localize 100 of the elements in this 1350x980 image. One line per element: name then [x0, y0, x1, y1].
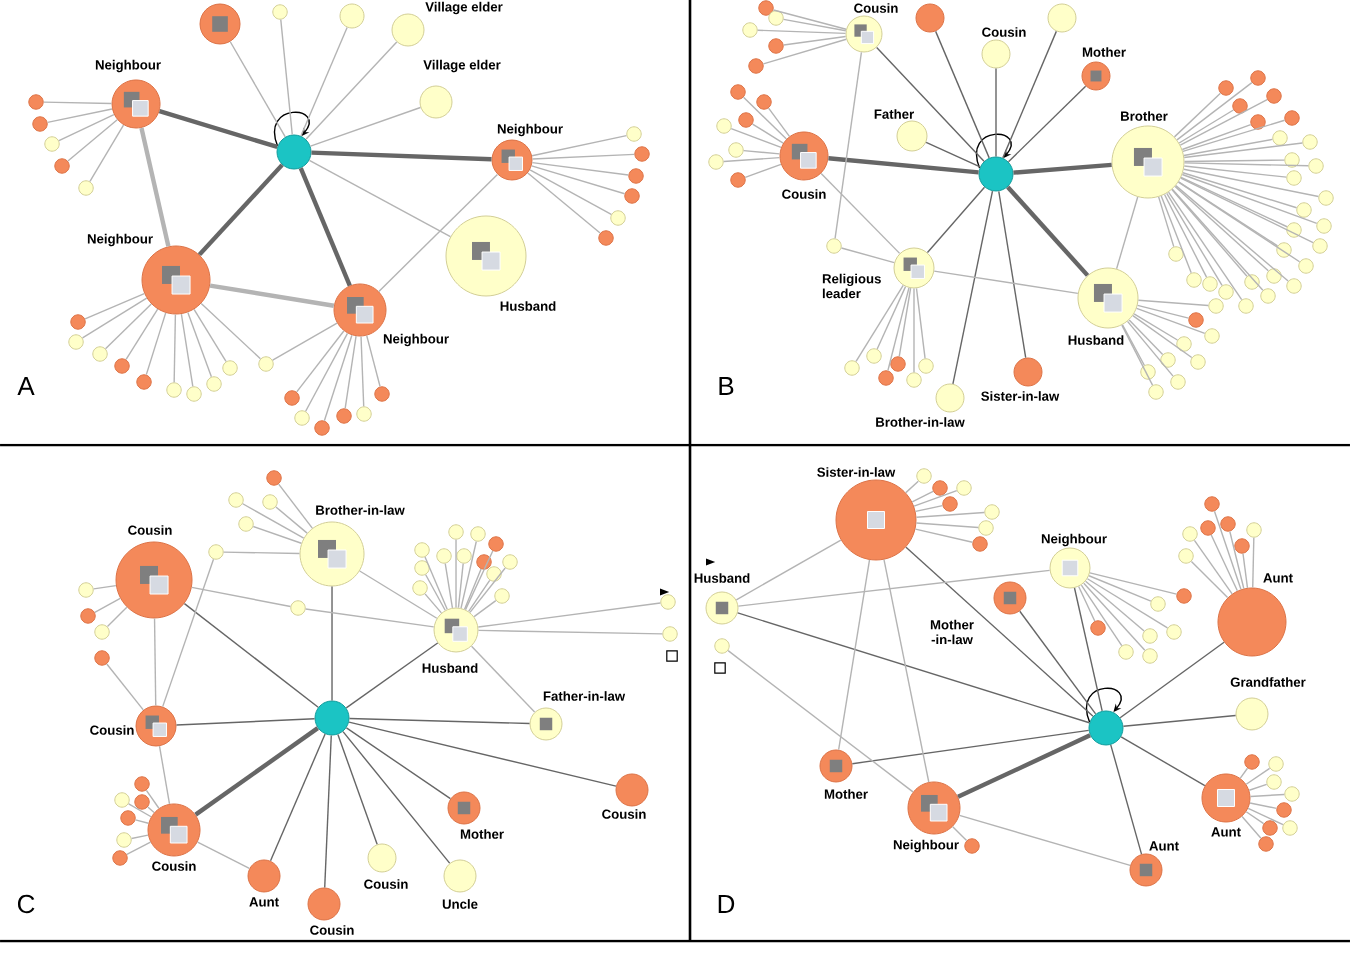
connector-line [457, 562, 464, 609]
connector-line [530, 165, 626, 195]
connector-line [1248, 783, 1268, 791]
connector-line [323, 334, 353, 422]
connector-line [1213, 510, 1242, 590]
connector-line [153, 617, 157, 707]
connector-line [782, 18, 847, 32]
node-circle [598, 230, 614, 246]
node-circle [114, 792, 130, 808]
connector-line [348, 717, 531, 725]
connector-line [722, 156, 781, 163]
node-circle [756, 94, 772, 110]
connector-line [1084, 580, 1145, 632]
node-circle [1238, 298, 1254, 314]
node-circle [610, 210, 626, 226]
connector-line [744, 163, 782, 179]
connector-line [737, 569, 1051, 607]
node-circle [186, 386, 202, 402]
connector-line [905, 480, 920, 494]
node-circle [414, 560, 430, 576]
node-circle [1266, 774, 1282, 790]
node-circle [70, 314, 86, 330]
connector-line [751, 123, 784, 144]
connector-line [89, 124, 125, 183]
connector-line [905, 546, 1094, 717]
node-circle [1246, 522, 1262, 538]
connector-line [914, 528, 974, 543]
connector-line [1193, 539, 1233, 595]
node-circle [844, 360, 860, 376]
connector-line [311, 150, 492, 162]
connector-line [1132, 314, 1193, 359]
connector-line [125, 308, 159, 361]
node-circle [634, 146, 650, 162]
connector-line [1247, 807, 1284, 826]
connector-line [187, 311, 213, 378]
connector-line [1178, 109, 1235, 144]
loop-arrow [1086, 687, 1122, 723]
node-circle [748, 58, 764, 74]
node-circle [628, 168, 644, 184]
connector-line [913, 287, 915, 373]
node-circle [314, 700, 350, 736]
node-circle [978, 156, 1014, 192]
node-circle [208, 544, 224, 560]
connector-line [1171, 188, 1248, 277]
connector-line [1181, 173, 1318, 225]
connector-line [1121, 324, 1146, 366]
connector-line [915, 522, 980, 529]
connector-line [527, 172, 601, 234]
node-circle [932, 480, 948, 496]
node-circle [1142, 628, 1158, 644]
node-circle [502, 554, 518, 570]
node-circle [1318, 190, 1334, 206]
connector-line [1013, 162, 1112, 175]
node-circle [1282, 820, 1298, 836]
node-circle [1176, 336, 1192, 352]
connector-line [275, 506, 308, 534]
connector-line [1183, 168, 1320, 198]
node-circle [1284, 786, 1300, 802]
node-circle [32, 116, 48, 132]
node-circle [336, 408, 352, 424]
node-circle [470, 526, 486, 542]
node-circle [1220, 516, 1236, 532]
node-circle [1218, 80, 1234, 96]
node-circle [222, 360, 238, 376]
node-circle [730, 172, 746, 188]
connector-line [1182, 119, 1286, 153]
connector-line [344, 335, 357, 410]
connector-line [92, 584, 117, 590]
connector-line [467, 579, 491, 613]
connector-line [925, 141, 981, 168]
connector-line [424, 593, 443, 614]
connector-line [252, 525, 303, 544]
node-circle [1284, 110, 1300, 126]
node-circle [112, 850, 128, 866]
node-circle [1234, 538, 1250, 554]
node-circle [1047, 3, 1077, 33]
connector-line [366, 334, 381, 388]
connector-line [1241, 815, 1262, 839]
node-circle [1272, 130, 1288, 146]
loop-arrow [274, 111, 310, 147]
node-circle [456, 548, 472, 564]
node-circle [44, 136, 60, 152]
node-circle [258, 356, 274, 372]
connector-line [67, 119, 118, 162]
node-circle [1186, 272, 1202, 288]
connector-line [191, 586, 292, 608]
node-circle [918, 358, 934, 374]
connector-line [529, 169, 612, 215]
node-circle [28, 94, 44, 110]
connector-line [782, 35, 847, 46]
connector-line [464, 550, 494, 611]
node-circle [412, 580, 428, 596]
node-circle [730, 84, 746, 100]
node-circle [1284, 152, 1300, 168]
connector-line [1171, 188, 1264, 291]
node-circle [1200, 520, 1216, 536]
node-circle [708, 154, 724, 170]
connector-line [342, 730, 451, 864]
node-circle [314, 420, 330, 436]
node-circle [356, 406, 372, 422]
